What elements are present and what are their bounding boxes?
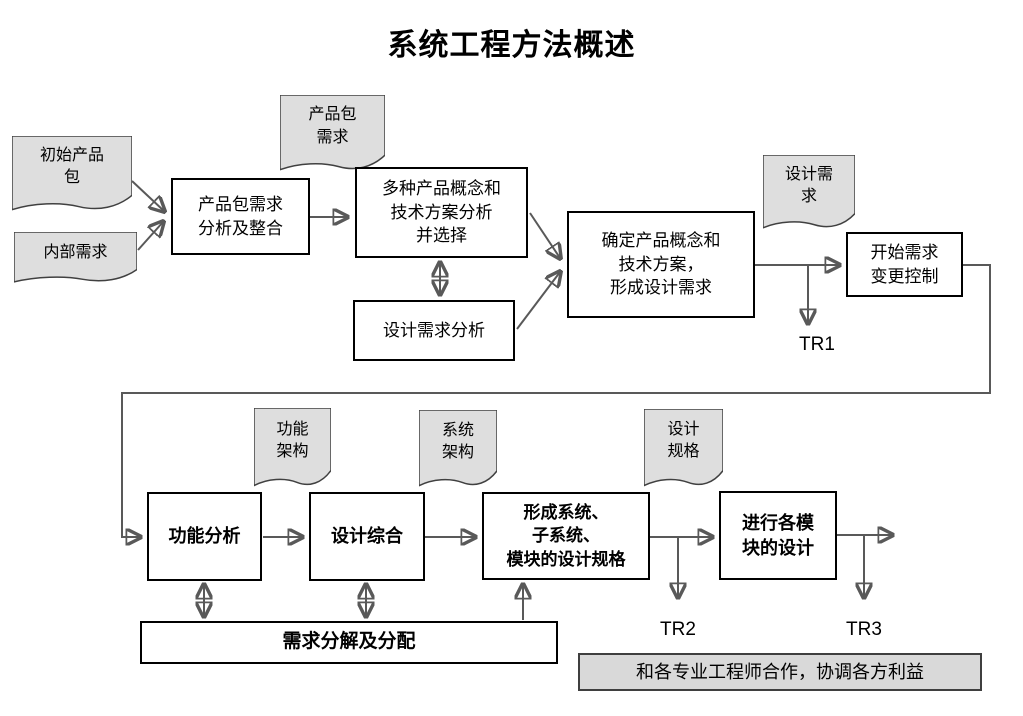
functional-analysis-label: 功能分析	[168, 526, 241, 547]
arrow-initial-package-to-analysis	[131, 180, 164, 211]
document-shape-icon	[763, 155, 855, 230]
package-req-analysis-box: 产品包需求 分析及整合	[171, 178, 310, 255]
form-design-spec-label: 形成系统、 子系统、 模块的设计规格	[506, 502, 626, 569]
package-req-doc: 产品包 需求	[280, 95, 385, 172]
system-arch-doc: 系统 架构	[419, 410, 497, 488]
document-shape-icon	[419, 410, 497, 488]
functional-analysis-box: 功能分析	[147, 492, 262, 581]
req-decomposition-box: 需求分解及分配	[140, 621, 558, 664]
design-spec-label: 设计 规格	[667, 421, 700, 461]
document-shape-icon	[14, 232, 137, 284]
functional-arch-label: 功能 架构	[276, 420, 309, 460]
document-shape-icon	[12, 136, 132, 212]
initial-package-label: 初始产品 包	[39, 147, 104, 187]
change-control-label: 开始需求 变更控制	[870, 243, 939, 286]
module-design-box: 进行各模 块的设计	[719, 491, 837, 580]
collaboration-note-label: 和各专业工程师合作，协调各方利益	[636, 661, 924, 682]
design-req-doc: 设计需 求	[763, 155, 855, 230]
design-spec-doc: 设计 规格	[644, 409, 723, 488]
concept-analysis-box: 多种产品概念和 技术方案分析 并选择	[355, 167, 528, 258]
tr1-label: TR1	[799, 334, 835, 355]
arrow-design-req-to-confirm	[516, 272, 560, 330]
internal-requirements-doc: 内部需求	[14, 232, 137, 284]
change-control-box: 开始需求 变更控制	[846, 232, 963, 297]
functional-arch-doc: 功能 架构	[254, 408, 331, 488]
arrow-internal-req-to-analysis	[137, 222, 163, 251]
collaboration-note: 和各专业工程师合作，协调各方利益	[578, 653, 982, 691]
tr2-label: TR2	[660, 619, 696, 640]
system-arch-label: 系统 架构	[441, 421, 474, 461]
page-title: 系统工程方法概述	[387, 29, 636, 62]
confirm-concept-label: 确定产品概念和 技术方案， 形成设计需求	[601, 231, 721, 298]
module-design-label: 进行各模 块的设计	[742, 512, 814, 558]
document-shape-icon	[644, 409, 723, 488]
req-decomposition-label: 需求分解及分配	[282, 631, 416, 653]
form-design-spec-box: 形成系统、 子系统、 模块的设计规格	[482, 492, 650, 580]
initial-package-doc: 初始产品 包	[12, 136, 132, 212]
package-req-doc-label: 产品包 需求	[308, 106, 357, 146]
design-synthesis-label: 设计综合	[331, 526, 403, 547]
package-req-analysis-label: 产品包需求 分析及整合	[198, 195, 283, 238]
arrow-concept-to-confirm	[529, 212, 560, 258]
concept-analysis-label: 多种产品概念和 技术方案分析 并选择	[382, 179, 501, 246]
tr3-label: TR3	[846, 619, 882, 640]
document-shape-icon	[254, 408, 331, 488]
internal-requirements-label: 内部需求	[43, 244, 108, 262]
confirm-concept-box: 确定产品概念和 技术方案， 形成设计需求	[567, 211, 755, 318]
design-req-doc-label: 设计需 求	[784, 165, 833, 205]
design-synthesis-box: 设计综合	[309, 492, 425, 581]
design-req-analysis-box: 设计需求分析	[353, 300, 515, 361]
document-shape-icon	[280, 95, 385, 172]
design-req-analysis-label: 设计需求分析	[383, 320, 485, 340]
